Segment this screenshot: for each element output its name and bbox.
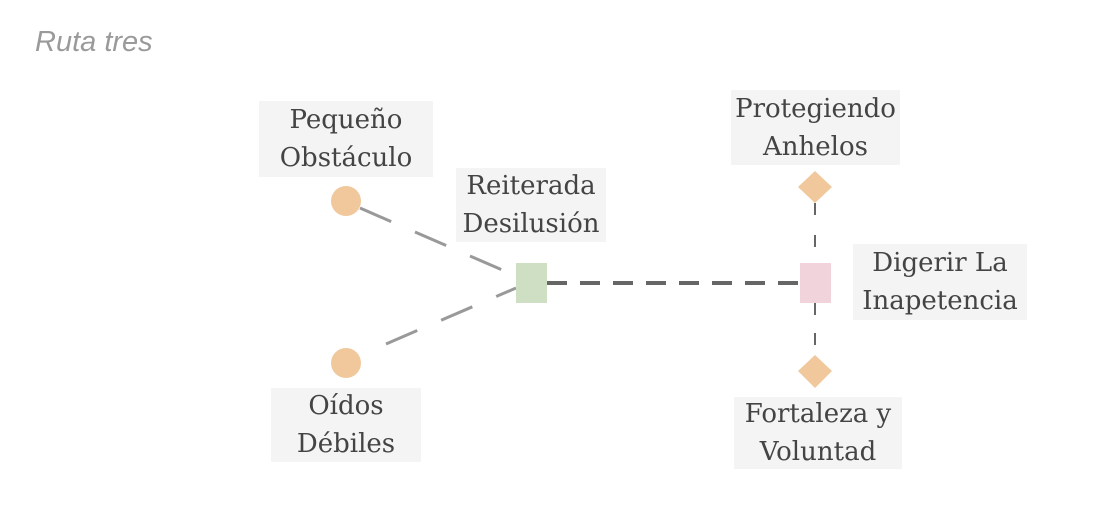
node-digerir-square[interactable] bbox=[800, 263, 831, 303]
label-oidos: Oídos Débiles bbox=[271, 388, 421, 462]
label-reiterada: Reiterada Desilusión bbox=[456, 168, 606, 242]
node-protegiendo-diamond[interactable] bbox=[798, 171, 832, 203]
label-line: Oídos bbox=[308, 391, 384, 421]
label-line: Débiles bbox=[296, 429, 396, 459]
diagram-title: Ruta tres bbox=[35, 26, 153, 58]
label-line: Inapetencia bbox=[862, 286, 1018, 316]
label-digerir: Digerir La Inapetencia bbox=[853, 244, 1027, 320]
label-line: Digerir La bbox=[872, 248, 1008, 278]
label-protegiendo: Protegiendo Anhelos bbox=[731, 90, 900, 165]
label-line: Desilusión bbox=[462, 209, 600, 239]
label-line: Voluntad bbox=[759, 437, 877, 467]
label-fortaleza: Fortaleza y Voluntad bbox=[734, 397, 902, 469]
node-reiterada-square[interactable] bbox=[516, 263, 547, 303]
label-line: Protegiendo bbox=[735, 93, 896, 124]
label-line: Obstáculo bbox=[279, 143, 413, 173]
node-pequeno-circle[interactable] bbox=[331, 186, 361, 216]
label-line: Anhelos bbox=[763, 131, 868, 162]
label-pequeno: Pequeño Obstáculo bbox=[259, 101, 433, 177]
label-line: Reiterada bbox=[466, 171, 596, 201]
node-fortaleza-diamond[interactable] bbox=[798, 355, 832, 388]
edge-pequeno-reiterada bbox=[359, 206, 517, 278]
edge-oidos-reiterada bbox=[385, 286, 517, 346]
node-oidos-circle[interactable] bbox=[331, 348, 361, 378]
label-line: Fortaleza y bbox=[744, 399, 892, 429]
label-line: Pequeño bbox=[289, 105, 403, 135]
